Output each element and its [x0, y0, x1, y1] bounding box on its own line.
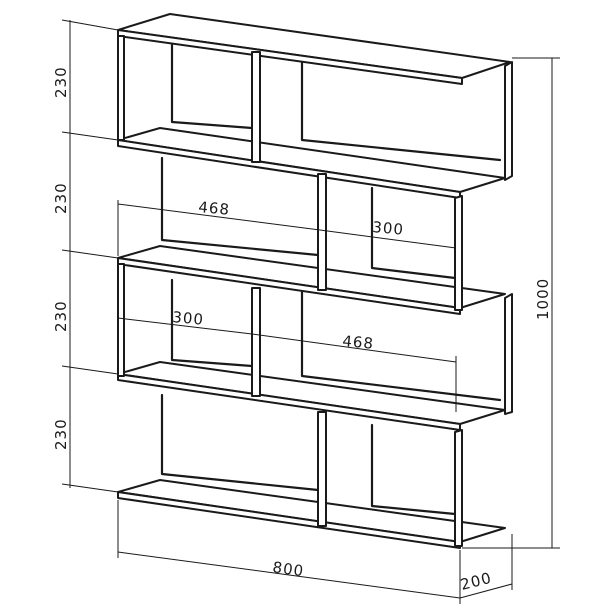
- compartment-2-right-label: 300: [372, 218, 405, 239]
- dim-c3-right: [251, 333, 457, 363]
- tier1-divider: [251, 51, 261, 163]
- dim-c2-right: [319, 229, 457, 249]
- tier2-right-side: [454, 195, 463, 311]
- dim-c3-left: [117, 317, 253, 335]
- inner-edges: [160, 38, 502, 516]
- tier2-left-back: [160, 156, 320, 257]
- shelf-boards: [117, 13, 511, 549]
- section-height-label-4: 230: [52, 418, 70, 450]
- dim-c2-left: [117, 203, 321, 231]
- section-height-label-2: 230: [52, 182, 70, 214]
- compartment-3-left-label: 300: [172, 308, 205, 329]
- ext-line-3: [61, 249, 119, 259]
- tier4-divider: [317, 411, 327, 527]
- tier3-right-back: [300, 290, 502, 402]
- tier3-divider: [251, 287, 261, 397]
- tier4-right-back: [370, 423, 457, 516]
- tier1-left-back: [170, 38, 254, 130]
- tier4-left-back: [160, 393, 320, 492]
- tier1-right-side: [504, 61, 513, 181]
- tier3-right-side: [504, 293, 513, 415]
- top-board: [117, 13, 511, 79]
- base-board-edge: [117, 491, 461, 549]
- total-width-label: 800: [271, 558, 305, 580]
- ext-line-4: [61, 365, 119, 375]
- depth-dim-line: [459, 583, 513, 599]
- tier2-divider: [317, 173, 327, 291]
- width-dim-line: [117, 551, 461, 599]
- ext-line-base: [61, 483, 119, 493]
- tier2-right-back: [370, 186, 457, 280]
- top-board-edge: [117, 29, 463, 85]
- vertical-panels: [117, 35, 513, 547]
- total-height-label: 1000: [534, 278, 552, 320]
- section-height-label-3: 230: [52, 300, 70, 332]
- tier4-right-side: [454, 429, 463, 547]
- dimension-lines: [61, 19, 560, 604]
- tier1-left-side: [117, 35, 125, 141]
- tier3-left-back: [170, 278, 254, 368]
- shelf-board-2: [117, 127, 506, 193]
- ext-line-top: [61, 19, 119, 31]
- ext-line-2: [61, 131, 119, 141]
- compartment-3-right-label: 468: [342, 332, 375, 353]
- tier1-right-back: [300, 53, 502, 162]
- shelf-board-3-edge: [117, 257, 461, 315]
- section-height-label-1: 230: [52, 66, 70, 98]
- tier3-left-side: [117, 263, 125, 377]
- compartment-2-left-label: 468: [198, 198, 231, 219]
